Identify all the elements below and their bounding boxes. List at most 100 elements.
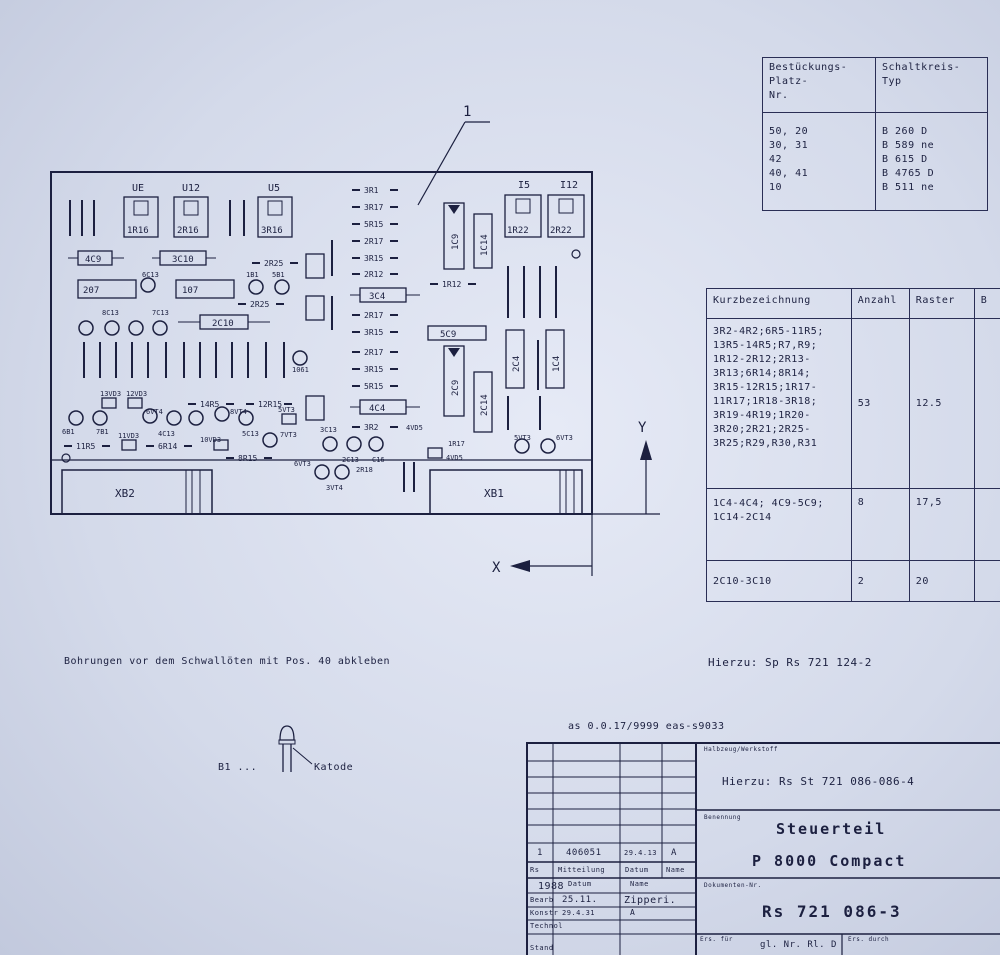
rev-name: A [671,848,677,858]
svg-text:12VD3: 12VD3 [126,390,147,398]
svg-text:I12: I12 [560,180,578,191]
capacitor-2c10: 2C10 [178,314,270,330]
svg-text:2C14: 2C14 [480,394,490,416]
svg-text:6B1: 6B1 [62,428,75,436]
label-ers-fuer: Ers. für [700,936,733,943]
ic-ue: UE 1R16 [123,183,159,238]
ic-types-cell: B 260 D B 589 ne B 615 D B 4765 D B 511 … [875,112,988,211]
ers-fuer-value: gl. Nr. Rl. D [760,940,837,950]
rev-mitteilung: 406051 [566,848,602,858]
svg-text:12R15: 12R15 [258,400,282,409]
bearb-datum: 25.11. [562,895,598,905]
stand-label: Stand [530,944,554,952]
note-b1: B1 ... [218,762,258,773]
rev-datum: 29.4.13 [624,849,658,857]
connector-xb2: XB2 [61,469,213,515]
svg-text:1C4: 1C4 [552,356,562,372]
svg-text:6VT3: 6VT3 [556,434,573,442]
svg-text:3R15: 3R15 [364,328,383,337]
svg-text:2C10: 2C10 [212,319,234,329]
svg-text:14R5: 14R5 [200,400,219,409]
svg-text:2C13: 2C13 [342,456,359,464]
axis-y-label: Y [638,420,647,436]
capacitor-1c14: 1C14 [473,213,493,269]
note-hierzu-sp: Hierzu: Sp Rs 721 124-2 [708,656,872,669]
svg-text:3R2: 3R2 [364,423,379,432]
svg-text:2R25: 2R25 [250,300,269,309]
svg-text:8VT4: 8VT4 [230,408,247,416]
resistor-column: 3R1 3R17 5R15 2R17 3R15 2R12 1R12 2R17 3… [64,186,476,463]
capacitor-1c9: 1C9 [443,202,465,270]
bearb-label: Bearb [530,896,554,904]
capacitor-3c10: 3C10 [152,250,216,266]
year-datum: Datum [568,880,592,888]
svg-text:11R5: 11R5 [76,442,95,451]
svg-text:4C13: 4C13 [158,430,175,438]
ic-i12: I12 2R22 [547,180,585,238]
svg-text:5R15: 5R15 [364,220,383,229]
year: 1988 [538,881,565,892]
table-row: 3R2-4R2;6R5-11R5; 13R5-14R5;R7,R9; 1R12-… [706,318,1000,489]
reference-number: as 0.0.17/9999 eas-s9033 [568,721,725,732]
component-grid-table: Kurzbezeichnung Anzahl Raster B 3R2-4R2;… [706,288,1000,602]
svg-text:8R15: 8R15 [238,454,257,463]
connector-xb1-label: XB1 [484,487,504,500]
svg-text:U12: U12 [182,183,200,194]
svg-text:1R16: 1R16 [127,226,149,236]
svg-text:3R1: 3R1 [364,186,379,195]
label-halbzeug: Halbzeug/Werkstoff [704,746,779,753]
svg-text:2R17: 2R17 [364,348,383,357]
svg-text:5C9: 5C9 [440,330,456,340]
svg-text:3R15: 3R15 [364,365,383,374]
capacitor-2c9: 2C9 [443,345,465,417]
svg-text:6VT4: 6VT4 [146,408,163,416]
rev-header-mitteilung: Mitteilung [558,866,606,874]
ic-type-table: Bestückungs- Platz- Nr. Schaltkreis- Typ… [762,57,988,211]
svg-text:2C4: 2C4 [512,356,522,372]
benennung-line-2: P 8000 Compact [752,852,907,870]
svg-text:2R16: 2R16 [177,226,199,236]
svg-text:6C13: 6C13 [142,271,159,279]
svg-text:5B1: 5B1 [272,271,285,279]
capacitor-5c9: 5C9 [427,325,487,341]
svg-text:3C4: 3C4 [369,292,385,302]
callout-number: 1 [463,104,471,120]
transistors [68,277,556,480]
rev-header-datum: Datum [625,866,649,874]
hierzu-st: Hierzu: Rs St 721 086-086-4 [722,775,915,788]
diode-207: 207 [77,279,137,299]
konstr-label: Konstr [530,909,559,917]
table-row: 2C10-3C10 2 20 [706,560,1000,602]
svg-text:I5: I5 [518,180,530,191]
note-bohrungen: Bohrungen vor dem Schwallöten mit Pos. 4… [64,656,391,667]
svg-text:2R25: 2R25 [264,259,283,268]
svg-text:1061: 1061 [292,366,309,374]
capacitor-4c9: 4C9 [68,250,124,266]
svg-text:1R12: 1R12 [442,280,461,289]
svg-text:4C4: 4C4 [369,404,385,414]
svg-text:3R17: 3R17 [364,203,383,212]
small-part-labels: 6C13 8C13 7C13 1061 1B1 5B1 6B1 7B1 13VD… [62,271,573,492]
coordinate-axes: Y X [492,420,660,576]
svg-text:2R12: 2R12 [364,270,383,279]
svg-text:U5: U5 [268,183,280,194]
pcb-outline [50,171,593,515]
vertical-resistors-left [69,200,557,492]
svg-text:7C13: 7C13 [152,309,169,317]
ic-places-cell: 50, 20 30, 31 42 40, 41 10 [762,112,876,211]
year-name: Name [630,880,649,888]
capacitor-4c4: 4C4 [350,399,420,415]
relay-boxes [101,253,443,459]
diode-107: 107 [175,279,235,299]
svg-text:6VT3: 6VT3 [294,460,311,468]
bearb-name: Zipperi. [624,895,677,906]
axis-x-label: X [492,560,501,576]
technol-label: Technol [530,922,564,930]
svg-text:2R18: 2R18 [356,466,373,474]
label-ers-durch: Ers. durch [848,936,890,943]
note-katode: Katode [314,762,354,773]
svg-text:1R22: 1R22 [507,226,529,236]
capacitor-2c14: 2C14 [473,371,493,433]
